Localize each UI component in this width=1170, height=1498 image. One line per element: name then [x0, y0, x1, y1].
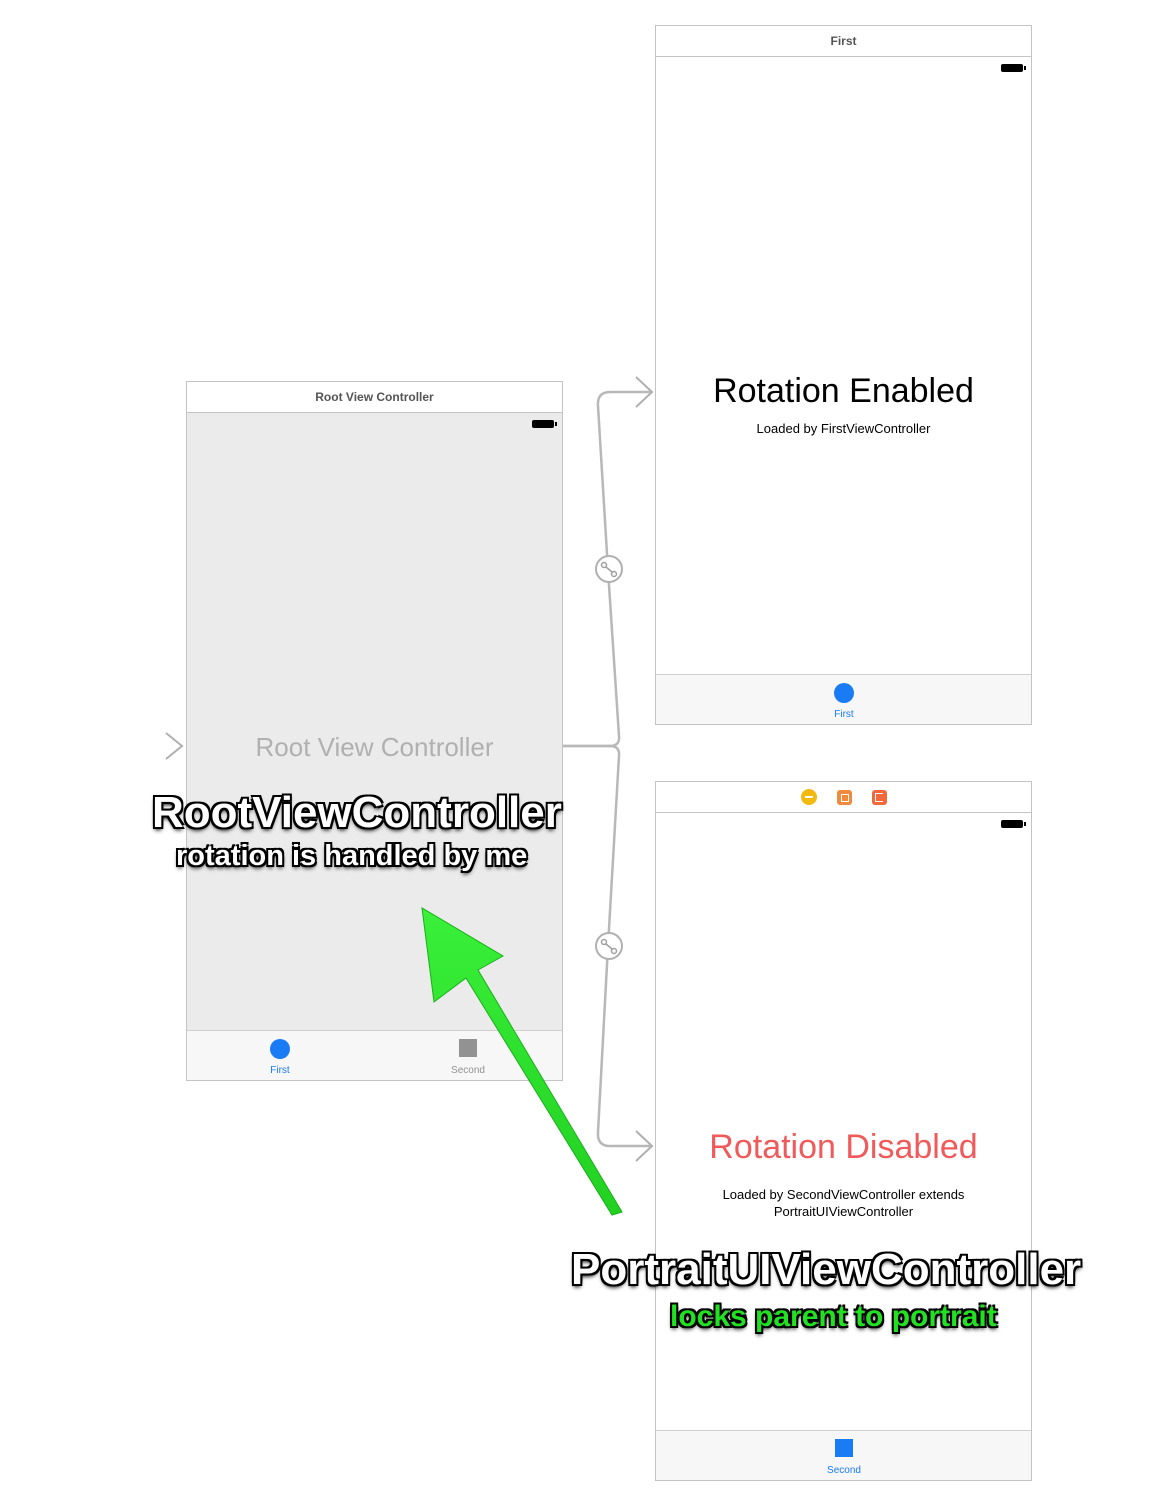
tab-label: First — [834, 709, 854, 720]
root-annotation-title: RootViewController — [152, 788, 562, 837]
scene-header[interactable]: Root View Controller — [187, 382, 562, 413]
entry-arrow-head — [165, 732, 184, 760]
rotation-disabled-title: Rotation Disabled — [709, 1128, 978, 1166]
first-subtitle: Loaded by FirstViewController — [756, 421, 931, 436]
second-subtitle-line1: Loaded by SecondViewController extends — [722, 1187, 965, 1202]
tab-bar: Second — [656, 1430, 1031, 1480]
circle-icon — [270, 1039, 290, 1059]
battery-icon — [1001, 64, 1026, 72]
exit-icon[interactable] — [871, 789, 887, 805]
segue-arrow-head-top — [635, 376, 654, 408]
tab-label: Second — [827, 1465, 861, 1476]
scene-header-title: First — [830, 34, 857, 48]
tab-label: Second — [451, 1065, 485, 1076]
relationship-segue-icon — [595, 555, 623, 583]
root-view-controller-scene[interactable]: Root View Controller Root View Controlle… — [186, 381, 563, 1081]
scene-header[interactable]: First — [656, 26, 1031, 57]
cube-icon[interactable] — [836, 789, 852, 805]
portrait-annotation-subtitle: locks parent to portrait — [670, 1300, 997, 1333]
battery-icon — [1001, 820, 1026, 828]
tab-second[interactable]: Second — [428, 1031, 508, 1080]
circle-icon — [834, 683, 854, 703]
tab-bar: First Second — [187, 1030, 562, 1080]
square-icon — [835, 1439, 853, 1457]
tab-first[interactable]: First — [804, 675, 884, 724]
battery-icon — [532, 420, 557, 428]
scene-dock[interactable] — [656, 782, 1031, 813]
first-responder-icon[interactable] — [800, 789, 817, 805]
first-view-controller-scene[interactable]: First Rotation Enabled Loaded by FirstVi… — [655, 25, 1032, 725]
tab-bar: First — [656, 674, 1031, 724]
tab-first[interactable]: First — [240, 1031, 320, 1080]
portrait-annotation-title: PortraitUIViewController — [571, 1245, 1082, 1294]
tab-label: First — [270, 1065, 290, 1076]
root-annotation-subtitle: rotation is handled by me — [176, 840, 528, 872]
rotation-enabled-title: Rotation Enabled — [713, 372, 974, 410]
second-subtitle-line2: PortraitUIViewController — [773, 1204, 914, 1219]
tab-second[interactable]: Second — [804, 1431, 884, 1480]
second-view-controller-scene[interactable]: Rotation Disabled Loaded by SecondViewCo… — [655, 781, 1032, 1481]
segue-arrow-head-bottom — [635, 1130, 654, 1162]
root-center-label: Root View Controller — [255, 732, 494, 762]
square-icon — [459, 1039, 477, 1057]
relationship-segue-icon — [595, 932, 623, 960]
scene-header-title: Root View Controller — [315, 390, 434, 404]
